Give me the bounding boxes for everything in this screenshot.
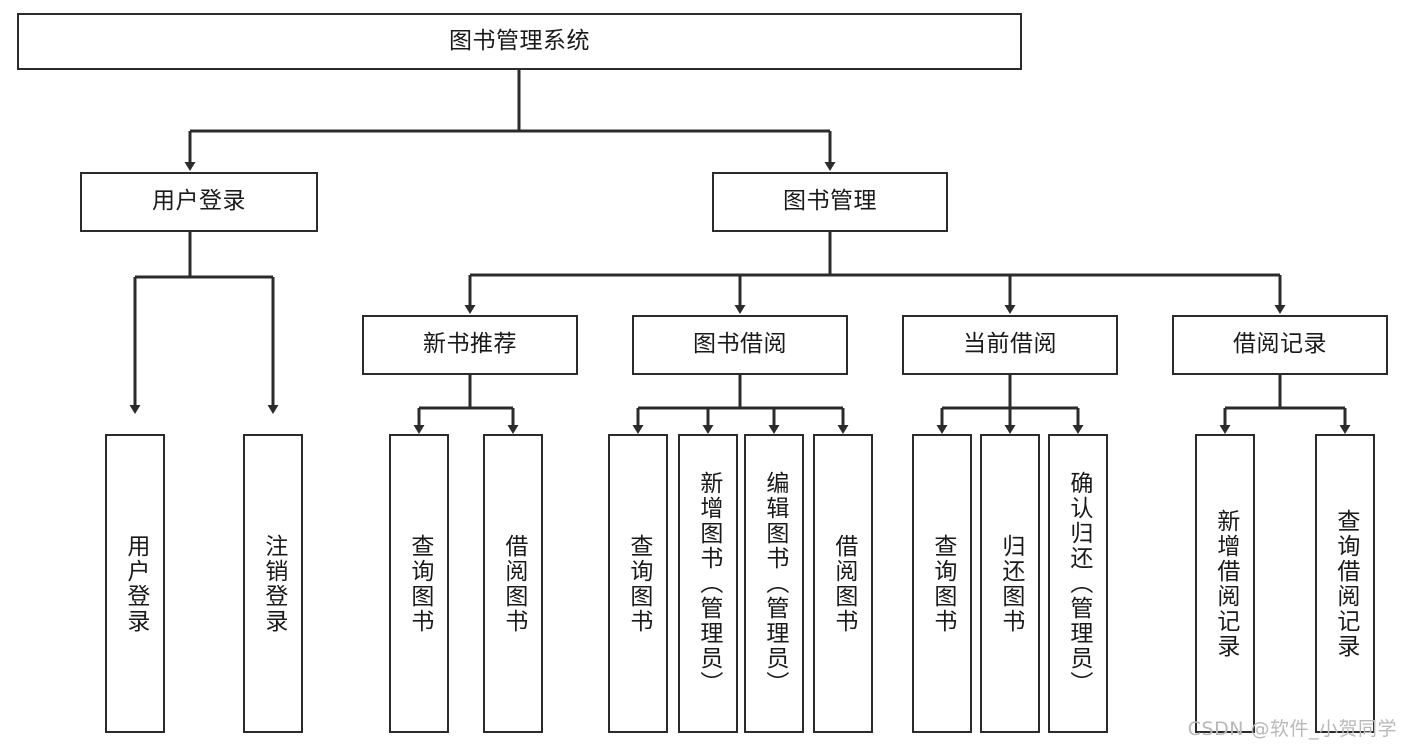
- csdn-watermark: CSDN @软件_小贺同学: [1187, 718, 1397, 740]
- node-borrow-record[interactable]: 借阅记录: [1172, 315, 1388, 375]
- leaf-book-borrow-query-book[interactable]: 查询图书: [608, 434, 668, 733]
- node-user-login[interactable]: 用户登录: [80, 172, 318, 232]
- leaf-user-login-login[interactable]: 用户登录: [105, 434, 165, 733]
- leaf-book-borrow-borrow-book[interactable]: 借阅图书: [813, 434, 873, 733]
- leaf-current-borrow-query-book[interactable]: 查询图书: [912, 434, 972, 733]
- leaf-new-book-borrow-book[interactable]: 借阅图书: [483, 434, 543, 733]
- node-new-book-recommend[interactable]: 新书推荐: [362, 315, 578, 375]
- node-book-management[interactable]: 图书管理: [712, 172, 948, 232]
- leaf-borrow-record-add-record[interactable]: 新增借阅记录: [1195, 434, 1255, 733]
- node-book-borrow[interactable]: 图书借阅: [632, 315, 848, 375]
- node-root-book-management-system[interactable]: 图书管理系统: [17, 13, 1022, 70]
- leaf-current-borrow-return-book[interactable]: 归还图书: [980, 434, 1040, 733]
- leaf-book-borrow-edit-book-admin[interactable]: 编辑图书（管理员）: [744, 434, 804, 733]
- node-current-borrow[interactable]: 当前借阅: [902, 315, 1118, 375]
- leaf-user-login-logout[interactable]: 注销登录: [243, 434, 303, 733]
- leaf-book-borrow-add-book-admin[interactable]: 新增图书（管理员）: [678, 434, 738, 733]
- leaf-current-borrow-confirm-return-admin[interactable]: 确认归还（管理员）: [1048, 434, 1108, 733]
- leaf-new-book-query-book[interactable]: 查询图书: [389, 434, 449, 733]
- leaf-borrow-record-query-record[interactable]: 查询借阅记录: [1315, 434, 1375, 733]
